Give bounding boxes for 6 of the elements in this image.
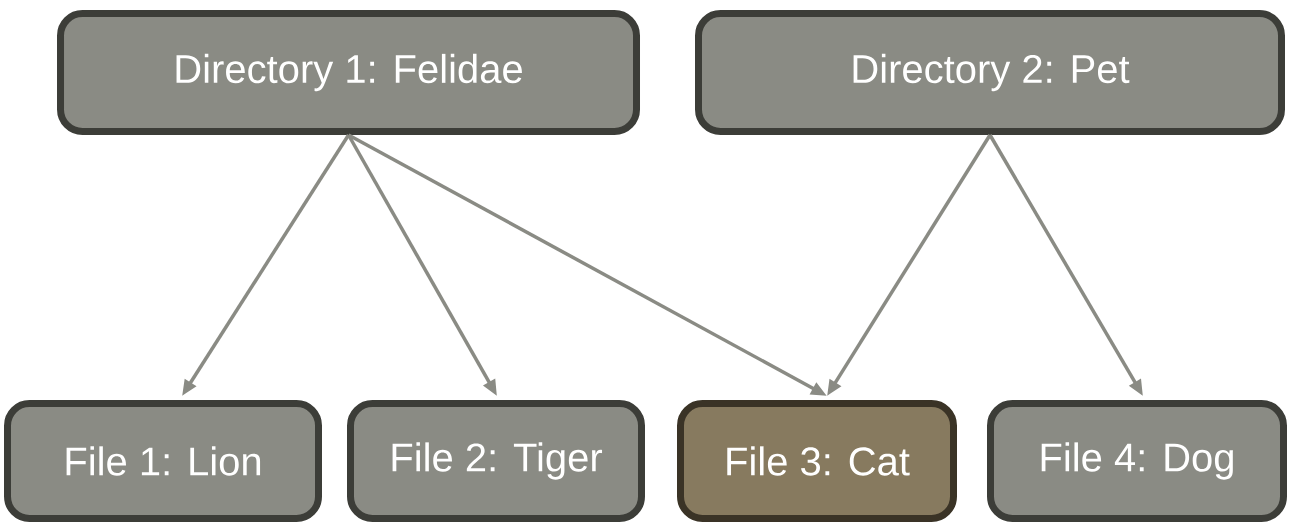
file-box: File 3: Cat xyxy=(677,400,957,522)
file-box: File 2: Tiger xyxy=(347,400,645,522)
file-box: File 4: Dog xyxy=(987,400,1287,522)
file-box: File 1: Lion xyxy=(4,400,322,522)
directory-box: Directory 2: Pet xyxy=(695,10,1285,135)
directory-box: Directory 1: Felidae xyxy=(57,10,640,135)
